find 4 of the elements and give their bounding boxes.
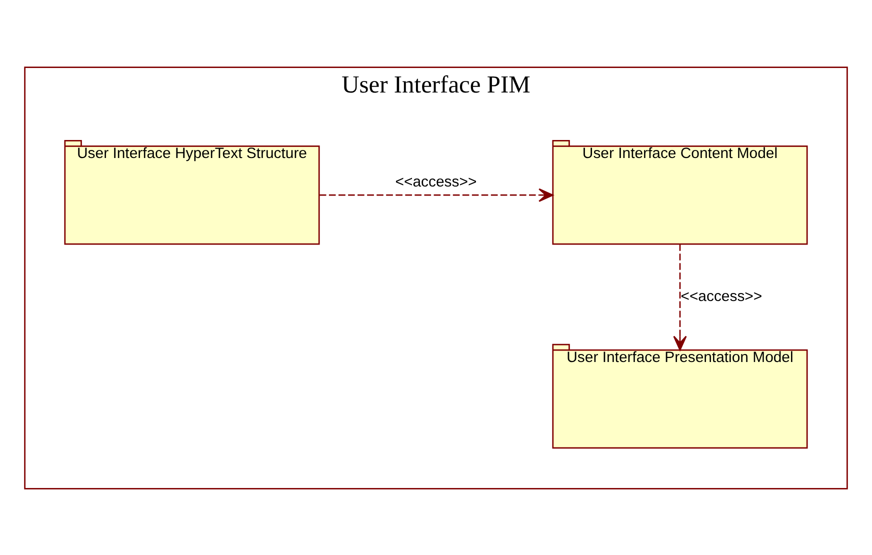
edge-label: <<access>>	[395, 173, 477, 190]
arrow	[320, 188, 554, 202]
arrow	[673, 244, 687, 350]
edge-label: <<access>>	[680, 287, 762, 304]
